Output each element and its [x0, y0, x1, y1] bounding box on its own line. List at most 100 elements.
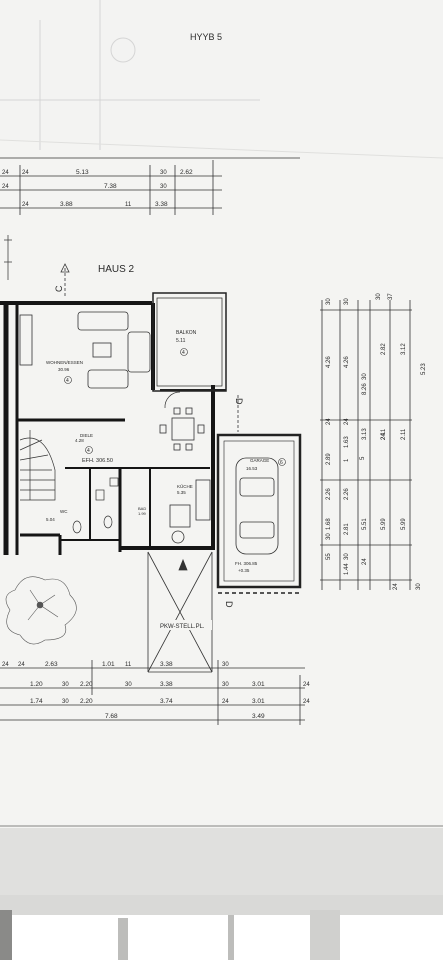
- right-dim-10: 3.13: [362, 428, 368, 440]
- section-mark-d: D D: [224, 395, 244, 608]
- right-dim-23: 37: [388, 293, 394, 300]
- right-dim-15: 2.82: [381, 343, 387, 355]
- bottom-dim-r1-a: 24: [18, 662, 25, 668]
- wc-area: 5.04: [46, 517, 55, 522]
- bottom-dim-r2-e: 3.01: [252, 681, 265, 688]
- car-icon: [235, 457, 279, 555]
- diele-marker: 4: [87, 448, 90, 454]
- top-dim-2: 7.38: [104, 183, 117, 190]
- diele-level: EFH. 306.50: [82, 458, 113, 464]
- right-dim-22: 30: [376, 293, 382, 300]
- staircase: [19, 430, 56, 501]
- right-dim-7: 1.44: [344, 563, 350, 575]
- right-dim-19: 2.11: [401, 428, 407, 440]
- bottom-dim-r3-g: 24: [303, 699, 310, 705]
- top-dim-7: 24: [22, 170, 29, 176]
- wohnen-marker: 4: [66, 378, 69, 384]
- right-dim-2: 2.26: [344, 488, 350, 500]
- bad-name: BAD: [138, 506, 146, 511]
- right-dim-11: 8.26: [362, 383, 368, 395]
- garage-area: 16.53: [246, 466, 258, 471]
- bottom-dim-r3-f: 30: [62, 699, 69, 705]
- bottom-dim-r1-d: 11: [125, 662, 132, 668]
- svg-text:HYYB 5: HYYB 5: [190, 32, 222, 42]
- right-dim-26: 30: [326, 298, 332, 305]
- top-dim-4: 3.88: [60, 201, 73, 208]
- right-dim-9: 5.51: [362, 518, 368, 530]
- bottom-dim-r2-d: 30: [62, 682, 69, 688]
- bottom-dim-r2-g: 24: [303, 682, 310, 688]
- top-dim-8: 24: [2, 184, 9, 190]
- bottom-dim-r2-h: 30: [125, 682, 132, 688]
- right-dim-30: 55: [326, 553, 332, 560]
- right-dim-25: 30: [326, 533, 332, 540]
- dining-table: [159, 407, 205, 451]
- garage-marker: 6: [280, 460, 283, 466]
- svg-text:D: D: [234, 398, 244, 405]
- bottom-dim-r4-b: 3.49: [252, 713, 265, 720]
- tree-icon: [5, 576, 77, 645]
- garage-name: GARAGE: [250, 458, 269, 463]
- right-dim-20: 24: [393, 583, 399, 590]
- bad-area: 1.99: [138, 511, 147, 516]
- right-dim-33: 30: [362, 373, 368, 380]
- diele-area: 4.28: [75, 438, 84, 443]
- kueche-area: 5.35: [177, 490, 186, 495]
- right-dim-16: 3.12: [401, 343, 407, 355]
- parking-spot: [147, 551, 213, 673]
- right-dim-21: 30: [416, 583, 422, 590]
- right-dim-1: 1.68: [326, 518, 332, 530]
- bottom-dim-r2-c: 3.38: [160, 681, 173, 688]
- balkon-name: BALKON: [176, 330, 197, 336]
- top-dim-9: 24: [22, 202, 29, 208]
- balcony-outline: [152, 292, 227, 392]
- svg-text:C: C: [54, 285, 64, 292]
- bottom-dim-r3-a: 1.74: [30, 698, 43, 705]
- bottom-dim-r1-c: 1.01: [102, 661, 115, 668]
- right-dim-4: 1.63: [344, 436, 350, 448]
- wohnen-name: WOHNEN/ESSEN: [46, 360, 83, 365]
- balkon-area: 5.11: [176, 338, 186, 344]
- svg-text:D: D: [224, 601, 234, 608]
- right-dim-3: 2.26: [326, 488, 332, 500]
- right-dim-18: 5.99: [401, 518, 407, 530]
- right-dim-27: 30: [344, 298, 350, 305]
- right-dim-32: 1: [344, 458, 350, 462]
- top-dim-11: 30: [160, 184, 167, 190]
- right-dim-35: 24: [381, 433, 387, 440]
- garage-outline: [216, 433, 302, 594]
- wohnen-area: 30.96: [58, 367, 70, 372]
- right-dim-13: 5.99: [381, 518, 387, 530]
- bottom-dim-r1-f: 24: [2, 662, 9, 668]
- bottom-dim-r3-e: 3.01: [252, 698, 265, 705]
- top-dim-6: 24: [2, 170, 9, 176]
- top-dim-10: 30: [160, 170, 167, 176]
- top-dim-5: 3.38: [155, 201, 168, 208]
- top-dim-12: 11: [125, 202, 132, 208]
- garage-level2: +0.35: [238, 568, 250, 573]
- bottom-dim-r4-a: 7.68: [105, 713, 118, 720]
- bottom-dim-r1-g: 30: [222, 662, 229, 668]
- bottom-dim-r3-b: 2.20: [80, 698, 93, 705]
- right-dim-31: 30: [344, 553, 350, 560]
- right-dim-14: 2.11: [381, 428, 387, 440]
- bottom-dim-r1-b: 2.63: [45, 661, 58, 668]
- house-title: HAUS 2: [98, 264, 135, 275]
- top-dim-1: 5.13: [76, 169, 89, 176]
- kitchen-counter: [169, 479, 211, 544]
- bottom-dim-r3-c: 3.74: [160, 698, 173, 705]
- bottom-dim-r2-f: 30: [222, 682, 229, 688]
- balkon-marker: 4: [182, 350, 185, 356]
- section-mark-c: C: [54, 263, 70, 298]
- bottom-dim-r2-a: 1.20: [30, 681, 43, 688]
- sofa-group: [19, 311, 151, 389]
- right-dim-29: 24: [344, 418, 350, 425]
- garage-level: FH. 306.85: [235, 561, 258, 566]
- bottom-dim-r3-d: 24: [222, 699, 229, 705]
- kueche-name: KÜCHE: [177, 483, 193, 489]
- right-dim-17: 5.23: [421, 363, 427, 375]
- bottom-dim-r1-e: 3.38: [160, 661, 173, 668]
- bottom-dim-r2-b: 2.20: [80, 681, 93, 688]
- diele-name: DIELE: [80, 433, 93, 438]
- right-dim-12: 4.26: [344, 356, 350, 368]
